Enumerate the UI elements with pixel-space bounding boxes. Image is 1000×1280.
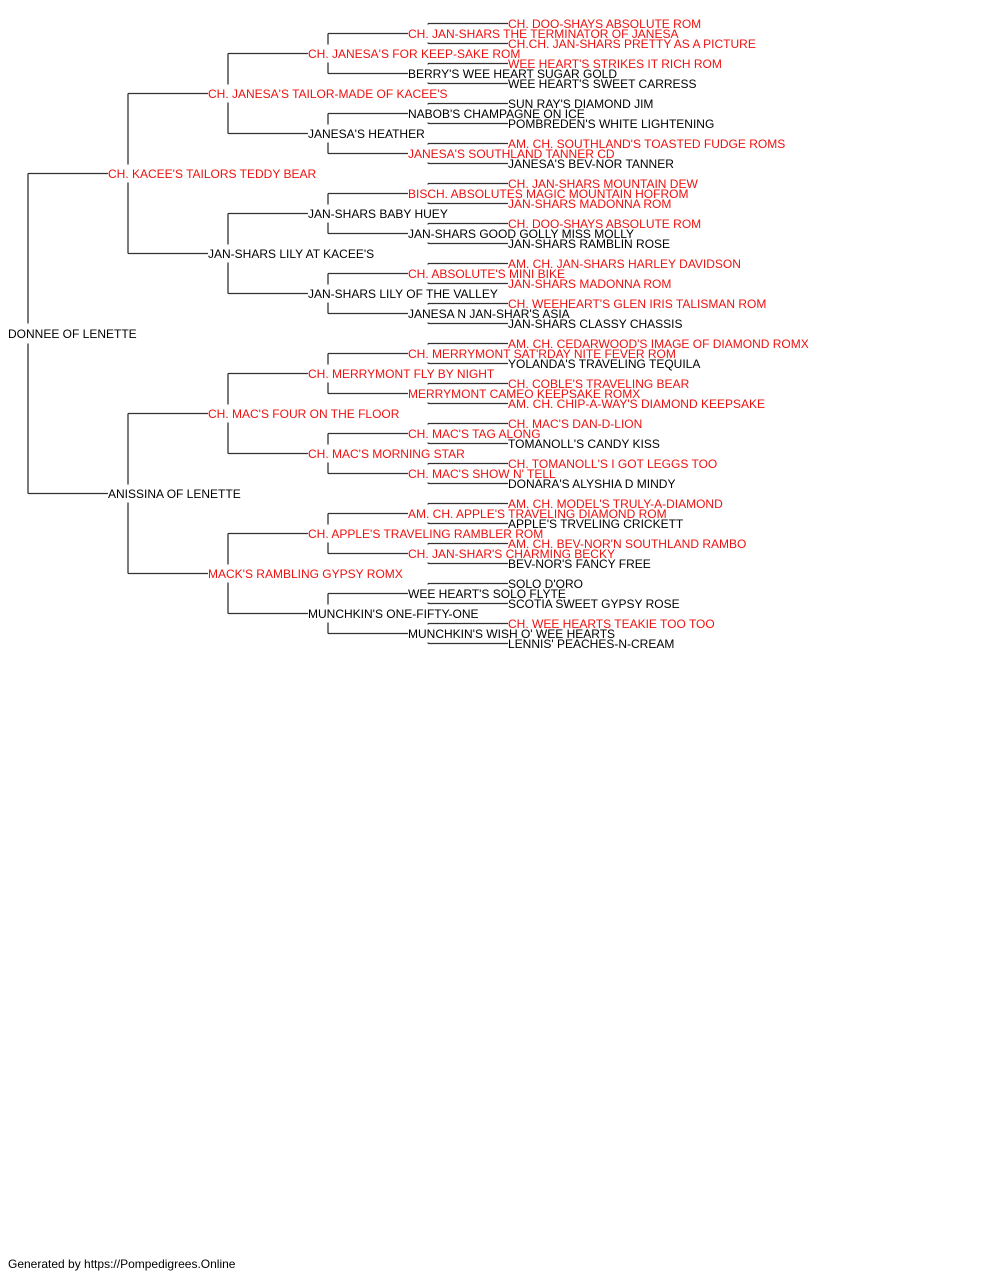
- ggg-grandparent-name-dam: JAN-SHARS MADONNA ROM: [508, 197, 671, 211]
- ggg-grandparent-name-sire: CH. MAC'S DAN-D-LION: [508, 417, 642, 431]
- ggg-grandparent-name-sire: AM. CH. SOUTHLAND'S TOASTED FUDGE ROMS: [508, 137, 785, 151]
- great-grandparent-name-dam: MUNCHKIN'S ONE-FIFTY-ONE: [308, 607, 479, 621]
- subject-name: DONNEE OF LENETTE: [8, 327, 137, 341]
- ggg-grandparent-name-dam: APPLE'S TRVELING CRICKETT: [508, 517, 684, 531]
- great-grandparent-name-sire: JAN-SHARS BABY HUEY: [308, 207, 448, 221]
- gg-grandparent-name-sire: BISCH. ABSOLUTES MAGIC MOUNTAIN HOFROM: [408, 187, 688, 201]
- gg-grandparent-name-sire: CH. ABSOLUTE'S MINI BIKE: [408, 267, 565, 281]
- ggg-grandparent-name-dam: JAN-SHARS MADONNA ROM: [508, 277, 671, 291]
- ggg-grandparent-name-dam: JAN-SHARS RAMBLIN ROSE: [508, 237, 670, 251]
- ggg-grandparent-name-sire: CH. DOO-SHAYS ABSOLUTE ROM: [508, 17, 701, 31]
- gg-grandparent-name-sire: CH. JAN-SHARS THE TERMINATOR OF JANESA: [408, 27, 678, 41]
- ggg-grandparent-name-dam: YOLANDA'S TRAVELING TEQUILA: [508, 357, 700, 371]
- ggg-grandparent-name-sire: CH. COBLE'S TRAVELING BEAR: [508, 377, 690, 391]
- ggg-grandparent-name-dam: CH.CH. JAN-SHARS PRETTY AS A PICTURE: [508, 37, 756, 51]
- parent-name-dam: ANISSINA OF LENETTE: [108, 487, 241, 501]
- grandparent-name-sire: CH. MAC'S FOUR ON THE FLOOR: [208, 407, 400, 421]
- ggg-grandparent-name-sire: AM. CH. CEDARWOOD'S IMAGE OF DIAMOND ROM…: [508, 337, 809, 351]
- gg-grandparent-name-dam: CH. MAC'S SHOW N' TELL: [408, 467, 556, 481]
- gg-grandparent-name-dam: JANESA'S SOUTHLAND TANNER CD: [408, 147, 615, 161]
- ggg-grandparent-name-dam: AM. CH. CHIP-A-WAY'S DIAMOND KEEPSAKE: [508, 397, 765, 411]
- gg-grandparent-name-dam: MUNCHKIN'S WISH O' WEE HEARTS: [408, 627, 615, 641]
- gg-grandparent-name-sire: CH. MERRYMONT SAT'RDAY NITE FEVER ROM: [408, 347, 676, 361]
- great-grandparent-name-dam: JANESA'S HEATHER: [308, 127, 425, 141]
- ggg-grandparent-name-sire: SOLO D'ORO: [508, 577, 583, 591]
- ggg-grandparent-name-dam: WEE HEART'S SWEET CARRESS: [508, 77, 697, 91]
- ggg-grandparent-name-sire: CH. JAN-SHARS MOUNTAIN DEW: [508, 177, 698, 191]
- ggg-grandparent-name-dam: JANESA'S BEV-NOR TANNER: [508, 157, 674, 171]
- great-grandparent-name-sire: CH. APPLE'S TRAVELING RAMBLER ROM: [308, 527, 543, 541]
- ggg-grandparent-name-sire: CH. TOMANOLL'S I GOT LEGGS TOO: [508, 457, 717, 471]
- gg-grandparent-name-sire: AM. CH. APPLE'S TRAVELING DIAMOND ROM: [408, 507, 667, 521]
- ggg-grandparent-name-dam: JAN-SHARS CLASSY CHASSIS: [508, 317, 683, 331]
- ggg-grandparent-name-dam: LENNIS' PEACHES-N-CREAM: [508, 637, 674, 651]
- great-grandparent-name-sire: CH. MERRYMONT FLY BY NIGHT: [308, 367, 495, 381]
- gg-grandparent-name-sire: NABOB'S CHAMPAGNE ON ICE: [408, 107, 585, 121]
- gg-grandparent-name-sire: CH. MAC'S TAG ALONG: [408, 427, 541, 441]
- gg-grandparent-name-dam: JANESA N JAN-SHAR'S ASIA: [408, 307, 570, 321]
- ggg-grandparent-name-dam: DONARA'S ALYSHIA D MINDY: [508, 477, 675, 491]
- ggg-grandparent-name-sire: SUN RAY'S DIAMOND JIM: [508, 97, 653, 111]
- grandparent-name-sire: CH. JANESA'S TAILOR-MADE OF KACEE'S: [208, 87, 448, 101]
- ggg-grandparent-name-dam: SCOTIA SWEET GYPSY ROSE: [508, 597, 680, 611]
- ggg-grandparent-name-sire: CH. WEEHEART'S GLEN IRIS TALISMAN ROM: [508, 297, 766, 311]
- grandparent-name-dam: JAN-SHARS LILY AT KACEE'S: [208, 247, 374, 261]
- gg-grandparent-name-dam: MERRYMONT CAMEO KEEPSAKE ROMX: [408, 387, 640, 401]
- grandparent-name-dam: MACK'S RAMBLING GYPSY ROMX: [208, 567, 403, 581]
- ggg-grandparent-name-sire: WEE HEART'S STRIKES IT RICH ROM: [508, 57, 722, 71]
- ggg-grandparent-name-sire: CH. DOO-SHAYS ABSOLUTE ROM: [508, 217, 701, 231]
- great-grandparent-name-sire: CH. JANESA'S FOR KEEP-SAKE ROM: [308, 47, 520, 61]
- gg-grandparent-name-dam: JAN-SHARS GOOD GOLLY MISS MOLLY: [408, 227, 634, 241]
- gg-grandparent-name-sire: WEE HEART'S SOLO FLYTE: [408, 587, 566, 601]
- great-grandparent-name-dam: JAN-SHARS LILY OF THE VALLEY: [308, 287, 498, 301]
- ggg-grandparent-name-dam: BEV-NOR'S FANCY FREE: [508, 557, 651, 571]
- ggg-grandparent-name-dam: POMBREDEN'S WHITE LIGHTENING: [508, 117, 714, 131]
- gg-grandparent-name-dam: BERRY'S WEE HEART SUGAR GOLD: [408, 67, 617, 81]
- ggg-grandparent-name-sire: AM. CH. JAN-SHARS HARLEY DAVIDSON: [508, 257, 741, 271]
- ggg-grandparent-name-dam: TOMANOLL'S CANDY KISS: [508, 437, 660, 451]
- great-grandparent-name-dam: CH. MAC'S MORNING STAR: [308, 447, 465, 461]
- footer-credit: Generated by https://Pompedigrees.Online: [8, 1257, 236, 1271]
- ggg-grandparent-name-sire: AM. CH. MODEL'S TRULY-A-DIAMOND: [508, 497, 723, 511]
- parent-name-sire: CH. KACEE'S TAILORS TEDDY BEAR: [108, 167, 316, 181]
- gg-grandparent-name-dam: CH. JAN-SHAR'S CHARMING BECKY: [408, 547, 615, 561]
- ggg-grandparent-name-sire: AM. CH. BEV-NOR'N SOUTHLAND RAMBO: [508, 537, 746, 551]
- ggg-grandparent-name-sire: CH. WEE HEARTS TEAKIE TOO TOO: [508, 617, 715, 631]
